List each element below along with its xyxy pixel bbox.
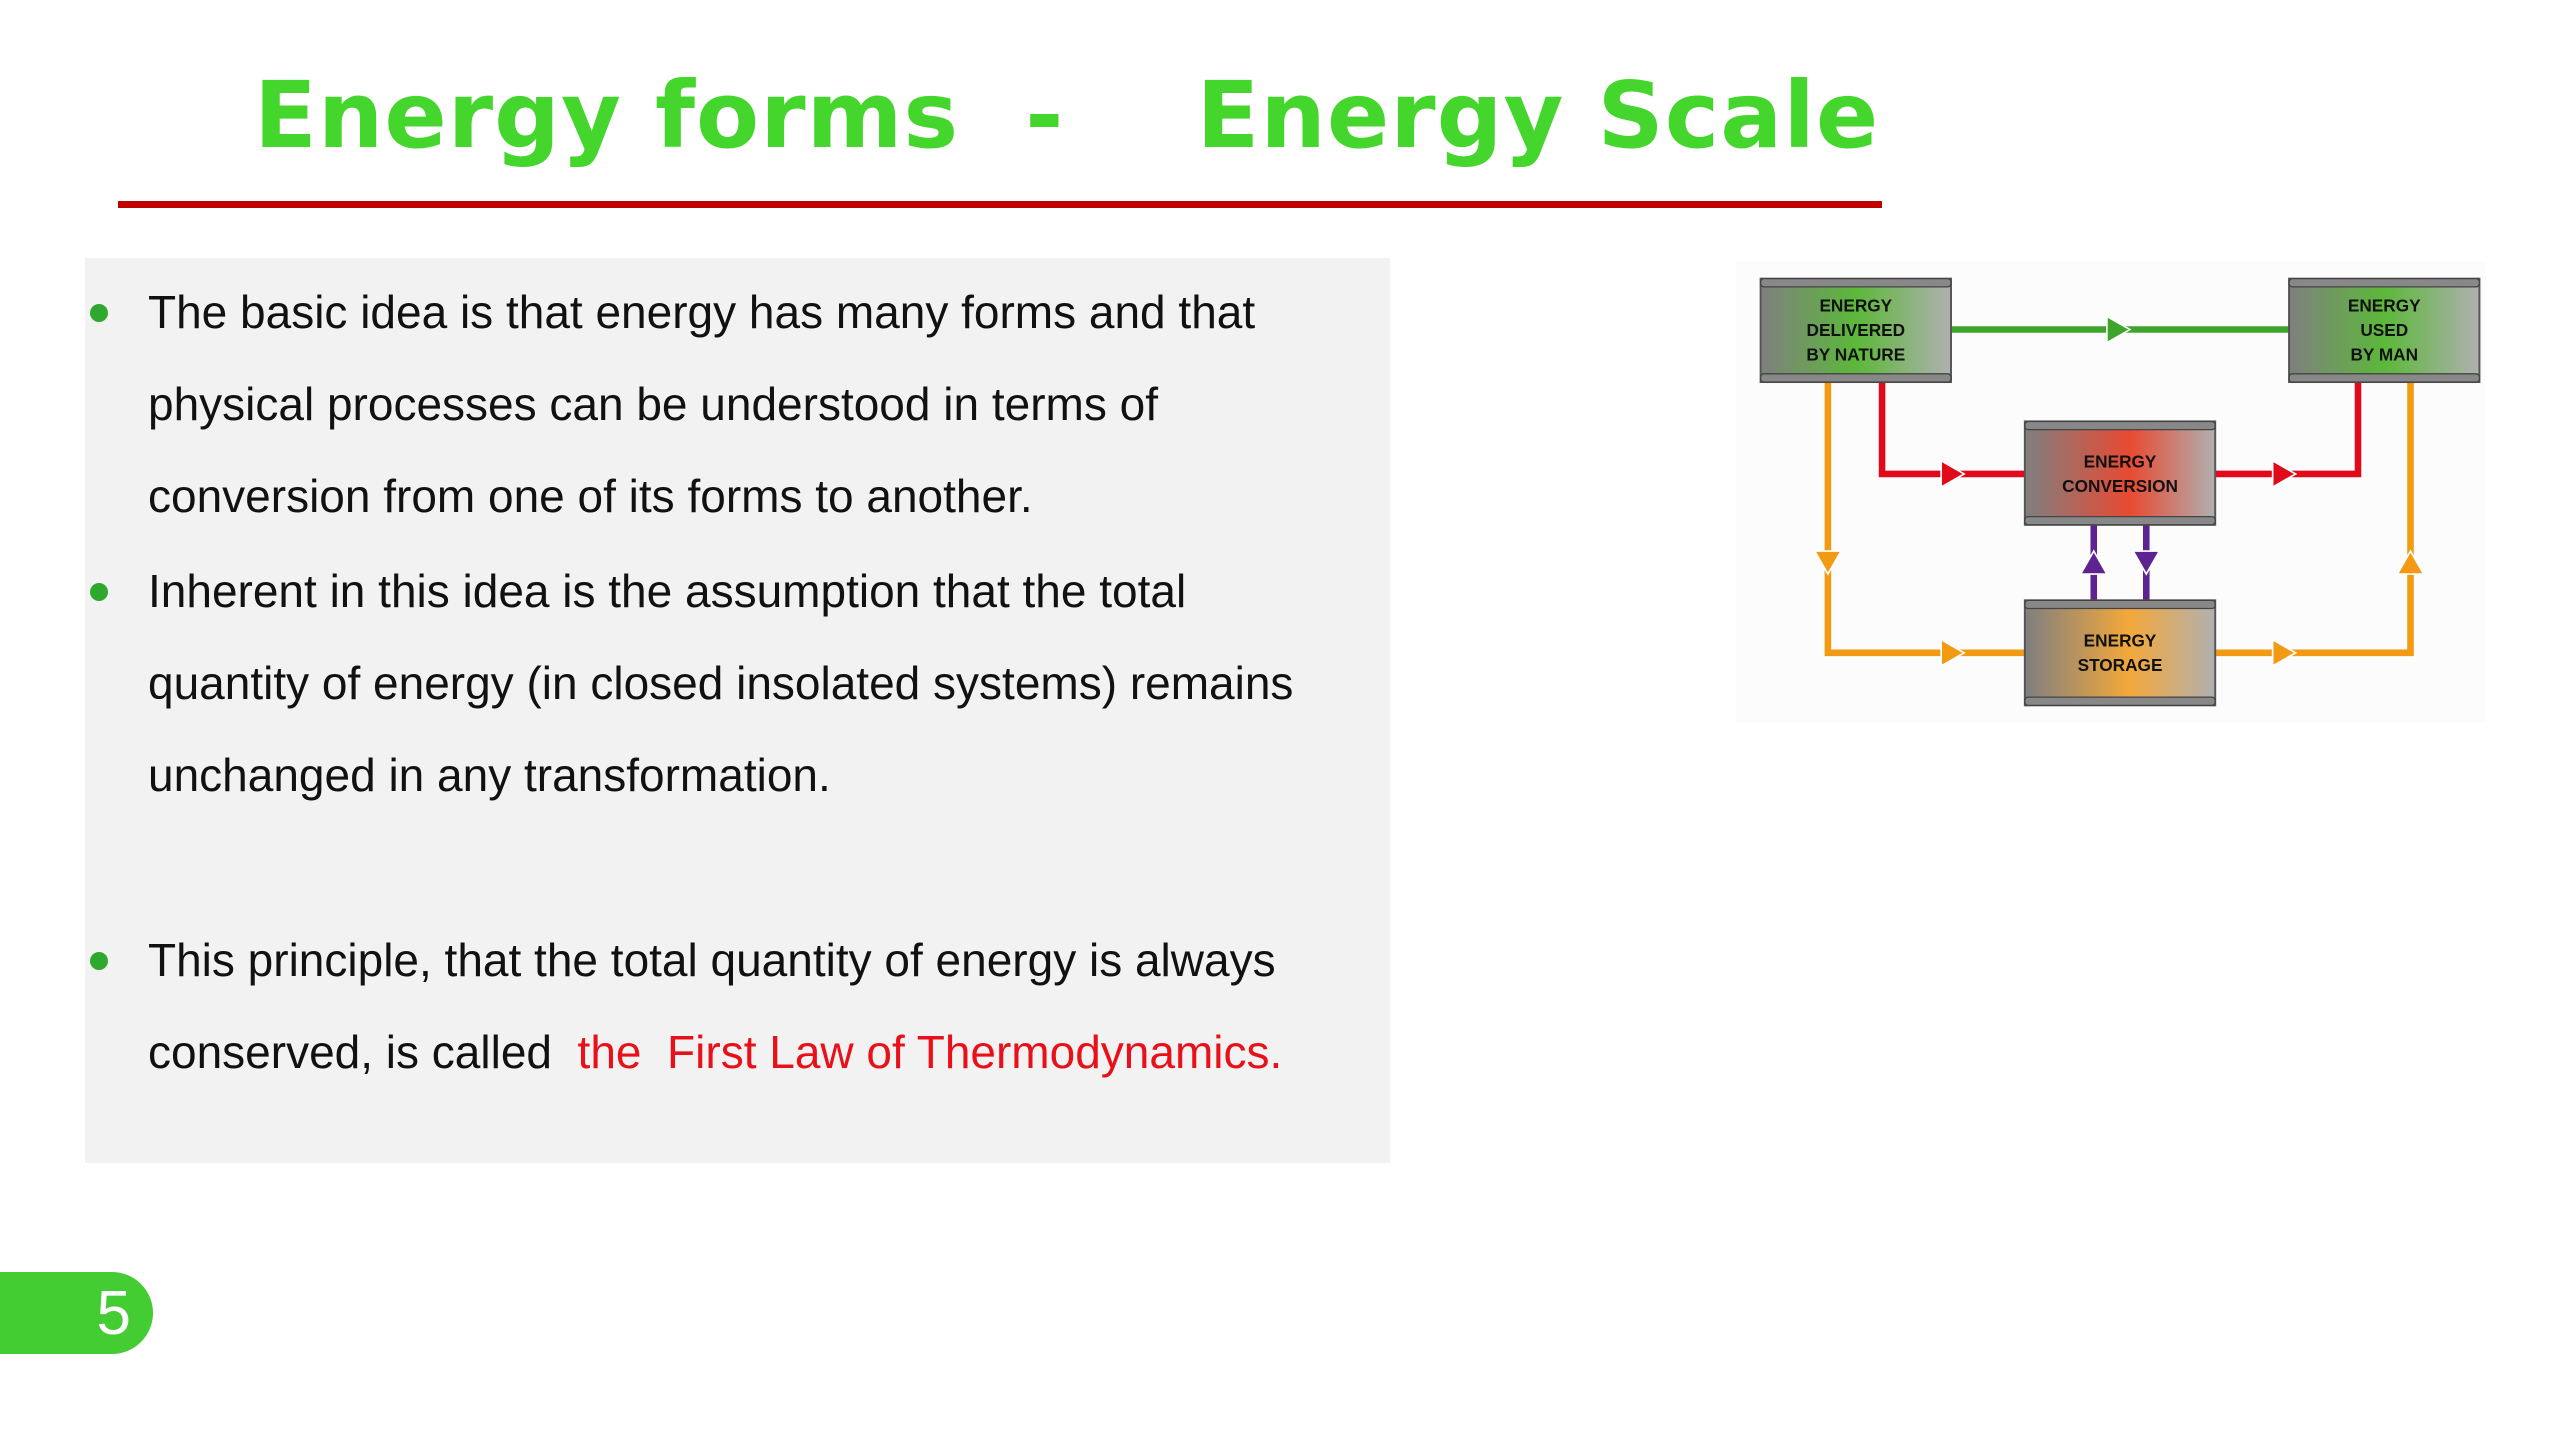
bullet-dot-icon (90, 583, 108, 601)
arrow-down-icon (1813, 550, 1843, 576)
box-energy-used-by-man: ENERGY USED BY MAN (2288, 277, 2481, 384)
box-label: ENERGY (2084, 451, 2157, 471)
arrow-right-icon (2106, 314, 2132, 345)
page-number-badge: 5 (0, 1272, 153, 1354)
arrow-right-icon (1940, 459, 1966, 489)
box-label: STORAGE (2078, 655, 2163, 675)
bullet-line: physical processes can be understood in … (148, 378, 1158, 430)
title-underline (118, 201, 1882, 208)
box-label: BY NATURE (1806, 345, 1905, 365)
page-number: 5 (96, 1279, 131, 1348)
box-label: ENERGY (2084, 630, 2157, 650)
box-energy-storage: ENERGY STORAGE (2023, 599, 2217, 707)
box-energy-conversion: ENERGY CONVERSION (2023, 420, 2217, 526)
bullet-line: conversion from one of its forms to anot… (148, 470, 1033, 522)
flow-conversion-to-man (2215, 382, 2362, 478)
bullet-item: This principle, that the total quantity … (90, 914, 1388, 1098)
arrow-right-icon (2271, 638, 2298, 668)
bullet-line: conserved, is called the First Law of Th… (148, 1006, 1388, 1098)
arrow-right-icon (2271, 459, 2298, 489)
bullet-item: The basic idea is that energy has many f… (90, 266, 1388, 542)
slide-title: Energy forms - Energy Scale (254, 62, 1880, 169)
box-energy-delivered-by-nature: ENERGY DELIVERED BY NATURE (1759, 277, 1952, 384)
arrow-right-icon (1940, 638, 1966, 668)
arrow-down-icon (2131, 550, 2161, 576)
bullet-line: quantity of energy (in closed insolated … (148, 657, 1294, 709)
box-label: BY MAN (2350, 345, 2418, 365)
arrow-up-icon (2079, 549, 2109, 575)
box-label: ENERGY (2348, 295, 2421, 315)
bullet-item: Inherent in this idea is the assumption … (90, 545, 1388, 821)
first-law-highlight: the First Law of Thermodynamics. (564, 1026, 1283, 1078)
content-panel (85, 258, 1390, 1163)
box-label: ENERGY (1819, 295, 1892, 315)
box-label: DELIVERED (1807, 320, 1906, 340)
bullet-line: Inherent in this idea is the assumption … (148, 565, 1187, 617)
bullet-dot-icon (90, 952, 108, 970)
arrow-up-icon (2395, 549, 2426, 575)
bullet-line: This principle, that the total quantity … (148, 934, 1276, 986)
bullet-line: The basic idea is that energy has many f… (148, 286, 1256, 338)
flow-nature-to-conversion (1878, 382, 2025, 478)
bullet-line: unchanged in any transformation. (148, 749, 831, 801)
box-label: USED (2360, 320, 2408, 340)
box-label: CONVERSION (2062, 476, 2178, 496)
bullet-dot-icon (90, 304, 108, 322)
bullet-text: conserved, is called (148, 1026, 565, 1078)
energy-flow-diagram: ENERGY DELIVERED BY NATURE ENERGY USED B… (1736, 262, 2486, 722)
